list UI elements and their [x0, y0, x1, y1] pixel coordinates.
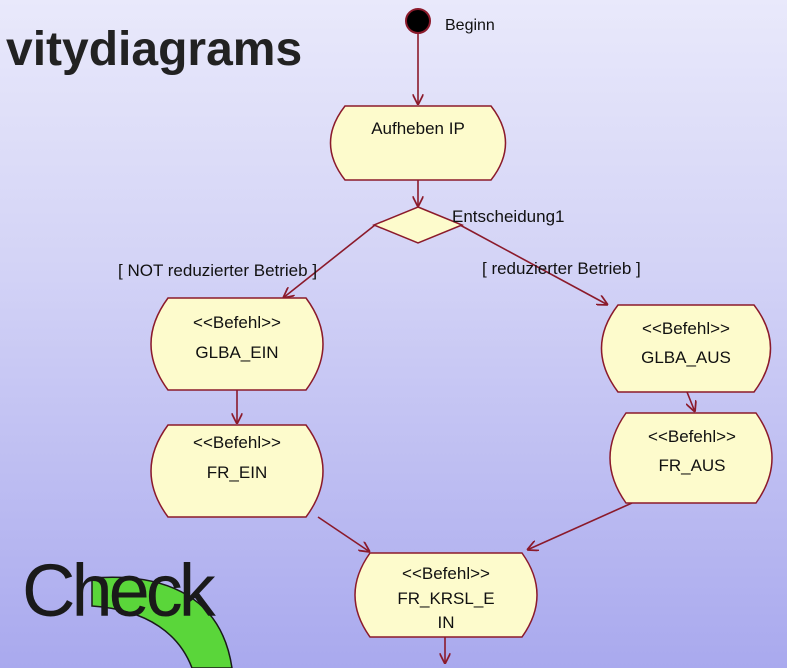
- activity-fr-ein: <<Befehl>> FR_EIN: [150, 424, 324, 518]
- transition-fr-aus-krsl: [527, 502, 633, 550]
- activity-fr-ein-label: FR_EIN: [207, 463, 267, 482]
- decision-label: Entscheidung1: [452, 207, 564, 226]
- transition-fr-ein-krsl: [317, 516, 370, 552]
- decision-node: [372, 206, 464, 244]
- activity-fr-krsl-ein: <<Befehl>> FR_KRSL_E IN: [354, 552, 538, 638]
- transition-decision-left: [283, 224, 376, 298]
- activity-glba-ein-label: GLBA_EIN: [195, 343, 278, 362]
- transition-decision-right: [459, 224, 608, 305]
- activity-fr-krsl-label-line1: FR_KRSL_E: [397, 589, 494, 608]
- activity-glba-ein-stereotype: <<Befehl>>: [193, 313, 281, 332]
- guard-reduced: [ reduzierter Betrieb ]: [482, 259, 641, 278]
- activity-fr-aus-label: FR_AUS: [658, 456, 725, 475]
- start-label: Beginn: [445, 17, 495, 34]
- activity-glba-aus: <<Befehl>> GLBA_AUS: [600, 304, 772, 393]
- start-node: [405, 8, 431, 34]
- check-overlay-text: Check: [22, 549, 216, 632]
- activity-glba-aus-label: GLBA_AUS: [641, 348, 731, 367]
- activity-fr-aus: <<Befehl>> FR_AUS: [609, 412, 773, 504]
- activity-glba-aus-stereotype: <<Befehl>>: [642, 319, 730, 338]
- activity-aufheben-ip: Aufheben IP: [329, 105, 507, 181]
- activity-aufheben-ip-label: Aufheben IP: [371, 119, 465, 138]
- transition-glba-aus-fr-aus: [687, 391, 695, 412]
- activity-fr-krsl-label-line2: IN: [438, 613, 455, 632]
- activity-fr-krsl-stereotype: <<Befehl>>: [402, 564, 490, 583]
- activity-fr-aus-stereotype: <<Befehl>>: [648, 427, 736, 446]
- activity-glba-ein: <<Befehl>> GLBA_EIN: [150, 297, 324, 391]
- activity-fr-ein-stereotype: <<Befehl>>: [193, 433, 281, 452]
- transitions: [237, 32, 695, 664]
- slide-title: vitydiagrams: [6, 23, 303, 76]
- guard-not-reduced: [ NOT reduzierter Betrieb ]: [118, 261, 317, 280]
